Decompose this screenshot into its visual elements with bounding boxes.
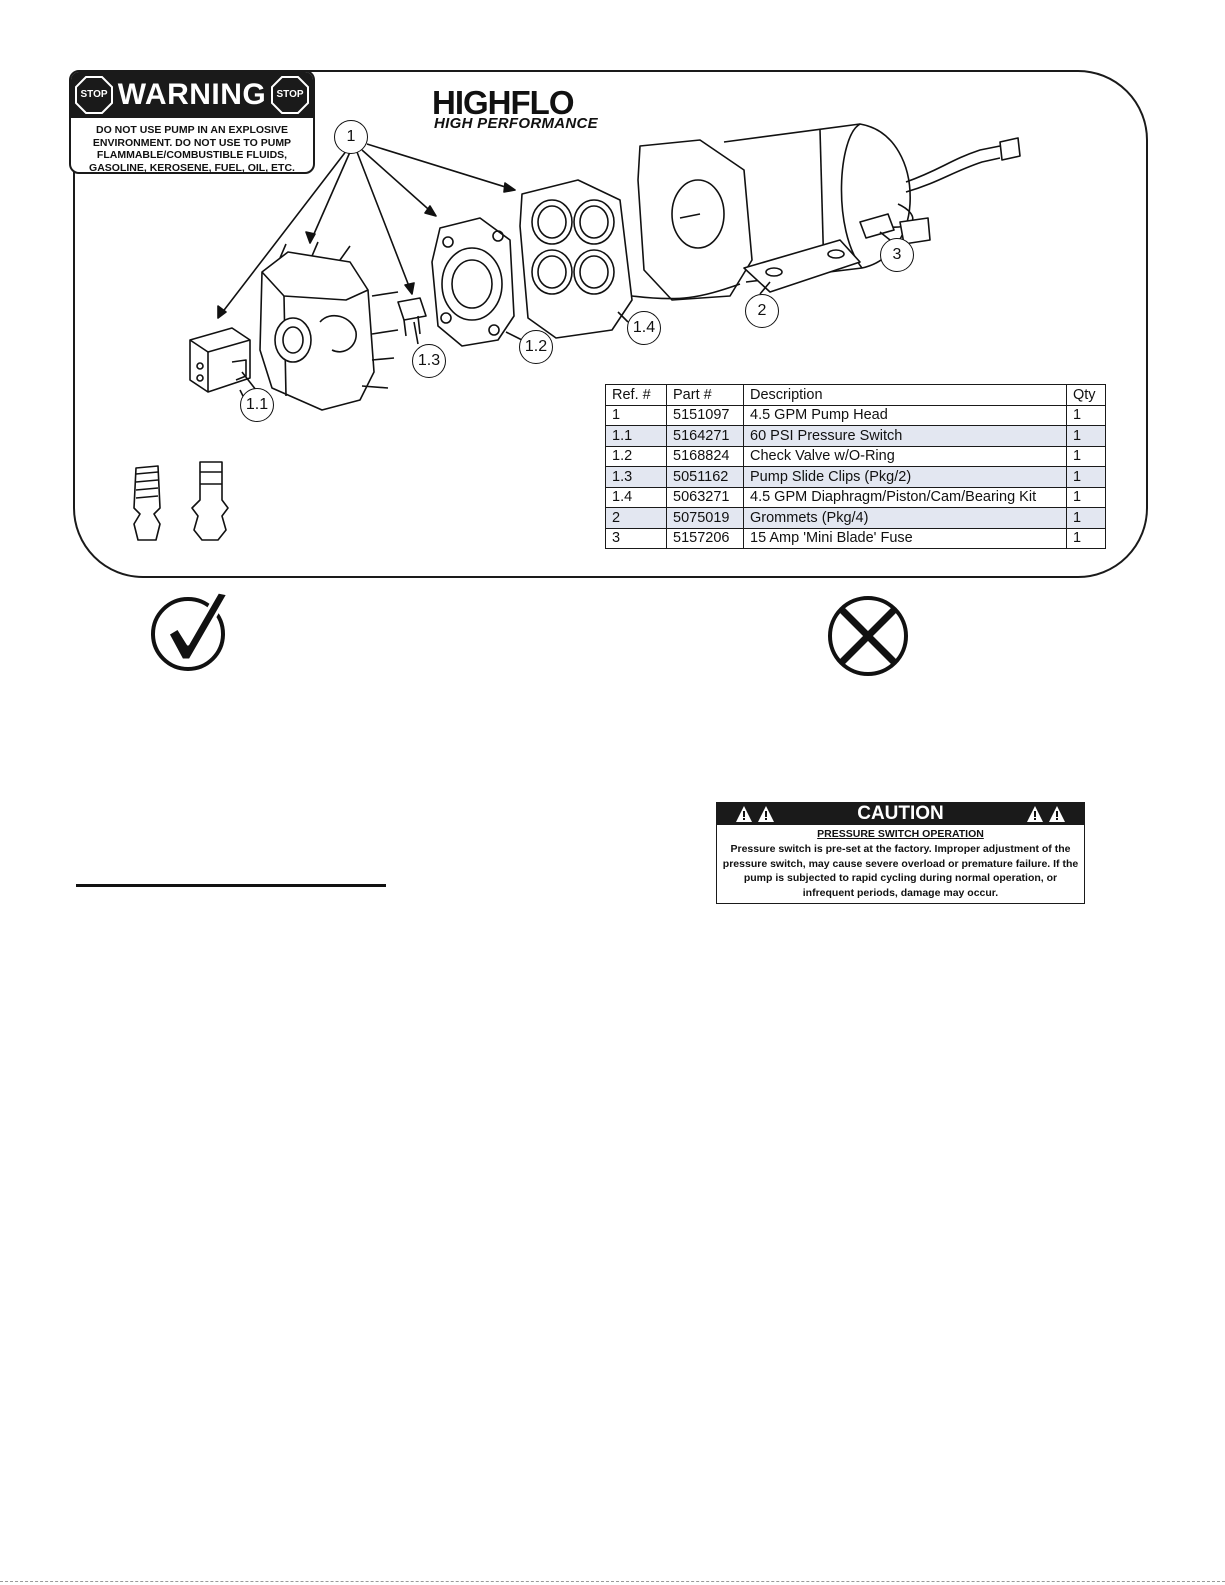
part-cell: 5151097 xyxy=(666,404,744,426)
ref-cell: 1.1 xyxy=(605,425,667,447)
table-row: 1.1 5164271 60 PSI Pressure Switch 1 xyxy=(605,425,1106,447)
ref-cell: 1.4 xyxy=(605,486,667,508)
description-cell: Check Valve w/O-Ring xyxy=(743,445,1067,467)
table-row: 1 5151097 4.5 GPM Pump Head 1 xyxy=(605,404,1106,426)
section-divider xyxy=(76,884,386,887)
warning-text: DO NOT USE PUMP IN AN EXPLOSIVE ENVIRONM… xyxy=(89,124,295,174)
check-mark-icon xyxy=(151,590,230,671)
caution-box: CAUTION PRESSURE SWITCH OPERATION Pressu… xyxy=(716,802,1085,904)
caution-subtitle: PRESSURE SWITCH OPERATION xyxy=(817,828,984,840)
qty-cell: 1 xyxy=(1066,527,1106,549)
parts-table: Ref. # Part # Description Qty 1 5151097 … xyxy=(605,384,1106,549)
qty-cell: 1 xyxy=(1066,445,1106,467)
column-header: Part # xyxy=(666,384,744,406)
caution-title: CAUTION xyxy=(857,803,944,824)
table-row: 1.4 5063271 4.5 GPM Diaphragm/Piston/Cam… xyxy=(605,486,1106,508)
part-cell: 5063271 xyxy=(666,486,744,508)
table-row: 1.3 5051162 Pump Slide Clips (Pkg/2) 1 xyxy=(605,466,1106,488)
table-header-row: Ref. # Part # Description Qty xyxy=(605,384,1106,406)
warning-triangle-icon xyxy=(758,806,774,822)
description-cell: Pump Slide Clips (Pkg/2) xyxy=(743,466,1067,488)
caution-header: CAUTION xyxy=(717,803,1084,825)
callout-1-2: 1.2 xyxy=(519,330,553,364)
qty-cell: 1 xyxy=(1066,486,1106,508)
caution-text: Pressure switch is pre-set at the factor… xyxy=(722,843,1079,899)
warning-header: STOP WARNING STOP xyxy=(71,72,313,118)
column-header: Ref. # xyxy=(605,384,667,406)
ref-cell: 1.3 xyxy=(605,466,667,488)
qty-cell: 1 xyxy=(1066,404,1106,426)
qty-cell: 1 xyxy=(1066,507,1106,529)
ref-cell: 2 xyxy=(605,507,667,529)
warning-triangle-icon xyxy=(736,806,752,822)
qty-cell: 1 xyxy=(1066,425,1106,447)
part-cell: 5164271 xyxy=(666,425,744,447)
warning-title: WARNING xyxy=(117,78,267,111)
callout-1-3: 1.3 xyxy=(412,344,446,378)
ref-cell: 1.2 xyxy=(605,445,667,467)
part-cell: 5051162 xyxy=(666,466,744,488)
description-cell: 4.5 GPM Pump Head xyxy=(743,404,1067,426)
logo-main: HIGHFLO xyxy=(432,84,574,121)
stop-sign-icon: STOP xyxy=(75,76,113,114)
column-header: Description xyxy=(743,384,1067,406)
part-cell: 5157206 xyxy=(666,527,744,549)
qty-cell: 1 xyxy=(1066,466,1106,488)
logo-subtitle: HIGH PERFORMANCE xyxy=(434,115,598,132)
warning-triangle-icon xyxy=(1049,806,1065,822)
callout-1: 1 xyxy=(334,120,368,154)
x-circle-icon xyxy=(828,596,908,676)
description-cell: Grommets (Pkg/4) xyxy=(743,507,1067,529)
warning-sign: STOP WARNING STOP DO NOT USE PUMP IN AN … xyxy=(69,70,315,174)
description-cell: 60 PSI Pressure Switch xyxy=(743,425,1067,447)
description-cell: 15 Amp 'Mini Blade' Fuse xyxy=(743,527,1067,549)
ref-cell: 1 xyxy=(605,404,667,426)
highflo-logo: HIGHFLO HIGH PERFORMANCE xyxy=(432,86,646,134)
table-row: 2 5075019 Grommets (Pkg/4) 1 xyxy=(605,507,1106,529)
callout-1-1: 1.1 xyxy=(240,388,274,422)
callout-3: 3 xyxy=(880,238,914,272)
callout-1-4: 1.4 xyxy=(627,311,661,345)
description-cell: 4.5 GPM Diaphragm/Piston/Cam/Bearing Kit xyxy=(743,486,1067,508)
warning-triangle-icon xyxy=(1027,806,1043,822)
part-cell: 5168824 xyxy=(666,445,744,467)
exploded-view-frame xyxy=(73,70,1148,578)
callout-2: 2 xyxy=(745,294,779,328)
table-row: 3 5157206 15 Amp 'Mini Blade' Fuse 1 xyxy=(605,527,1106,549)
ref-cell: 3 xyxy=(605,527,667,549)
stop-sign-icon: STOP xyxy=(271,76,309,114)
part-cell: 5075019 xyxy=(666,507,744,529)
column-header: Qty xyxy=(1066,384,1106,406)
table-row: 1.2 5168824 Check Valve w/O-Ring 1 xyxy=(605,445,1106,467)
page-bottom-rule xyxy=(0,1581,1225,1582)
